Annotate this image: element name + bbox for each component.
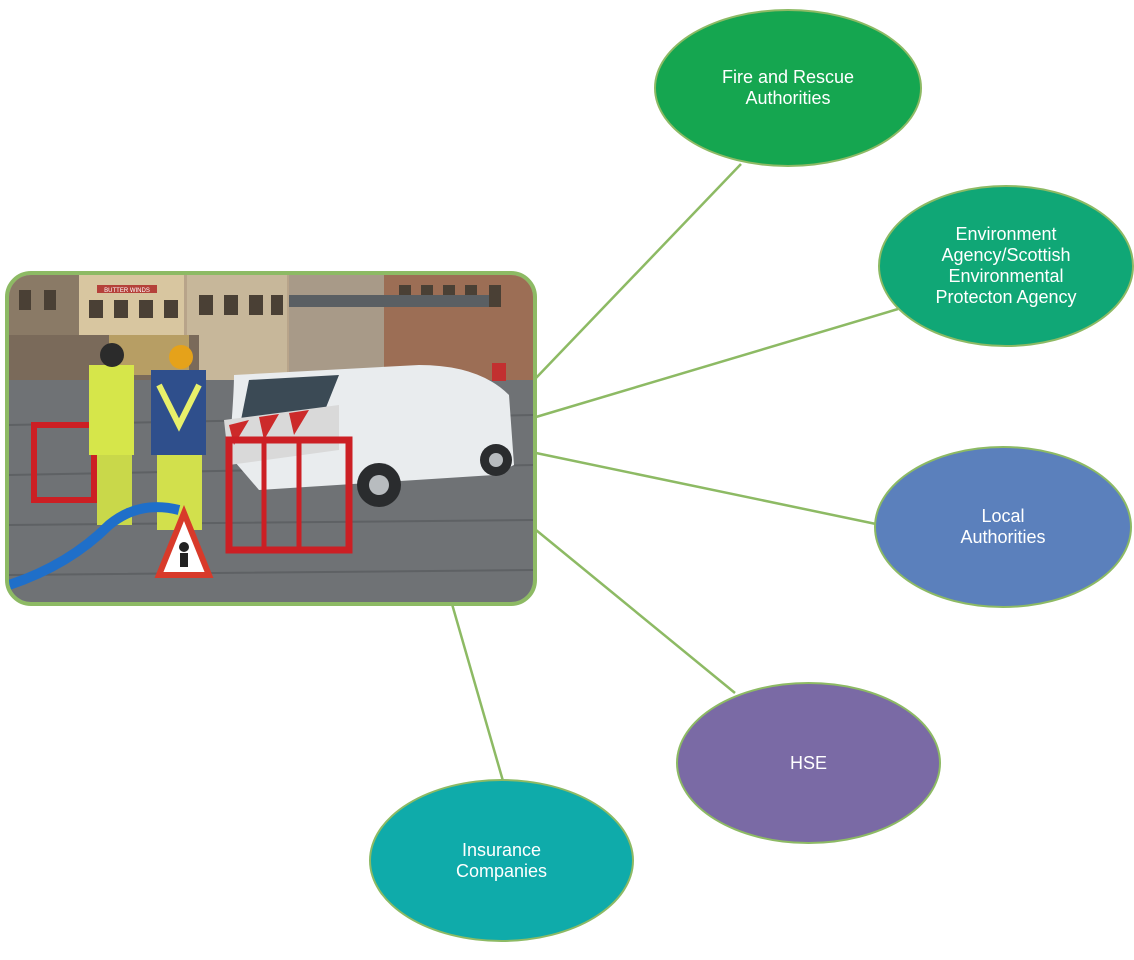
node-insurance-label: Insurance Companies	[455, 839, 548, 881]
node-local-label: Local Authorities	[960, 506, 1046, 547]
shop-sign-text: BUTTER WINDS	[104, 288, 150, 294]
connector-local	[535, 451, 877, 526]
node-hse-label: HSE	[789, 752, 827, 773]
node-fire-and-rescue-authorities: Fire and Rescue Authorities	[654, 9, 922, 167]
connector-env	[535, 307, 899, 419]
node-insurance-companies: Insurance Companies	[369, 779, 634, 942]
road-works-photo: BUTTER WINDS	[5, 271, 537, 606]
node-hse: HSE	[676, 682, 941, 844]
connector-insurance	[450, 603, 505, 782]
node-env-label: Environment Agency/Scottish Environmenta…	[935, 224, 1077, 307]
node-local-authorities: Local Authorities	[874, 446, 1132, 608]
node-fire-label: Fire and Rescue Authorities	[721, 67, 855, 108]
connector-hse	[535, 529, 736, 694]
node-environment-agency: Environment Agency/Scottish Environmenta…	[878, 185, 1134, 347]
connector-fire	[535, 163, 742, 379]
